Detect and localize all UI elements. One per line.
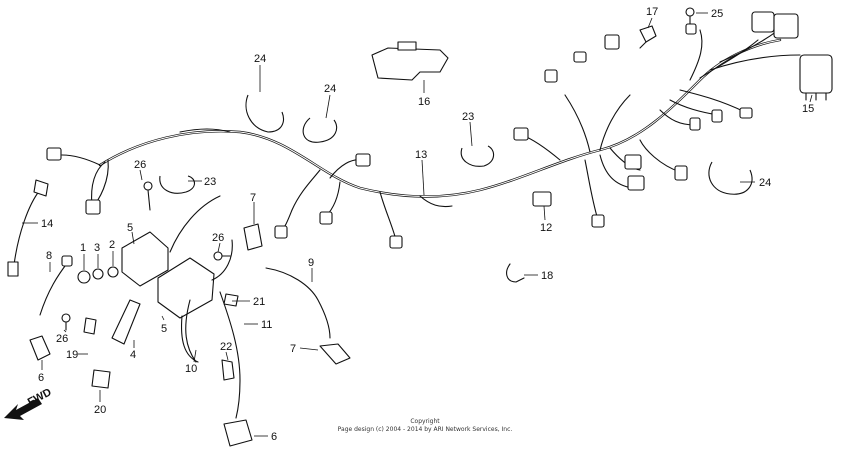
callout-26b: 26 — [212, 232, 224, 244]
relay-unit — [799, 54, 833, 101]
callout-2: 2 — [109, 239, 115, 251]
left-lead-wire — [7, 179, 49, 277]
callout-24b: 24 — [324, 83, 336, 95]
callout-20: 20 — [94, 404, 106, 416]
ignition-coils — [121, 195, 233, 363]
fwd-arrow: FWD — [4, 386, 54, 420]
callout-22: 22 — [220, 341, 232, 353]
callout-18: 18 — [541, 270, 553, 282]
callout-17: 17 — [646, 6, 658, 18]
callout-6a: 6 — [38, 372, 44, 384]
bracket-plate — [371, 41, 449, 81]
harness-connectors — [46, 11, 799, 249]
callout-12: 12 — [540, 222, 552, 234]
callout-19: 19 — [66, 349, 78, 361]
cable-clamps — [159, 145, 495, 194]
callout-1: 1 — [80, 242, 86, 254]
lead-wire-8 — [39, 255, 73, 316]
callout-10: 10 — [185, 363, 197, 375]
callout-23b: 23 — [204, 176, 216, 188]
callout-7a: 7 — [250, 192, 256, 204]
callout-9: 9 — [308, 257, 314, 269]
callout-26c: 26 — [56, 333, 68, 345]
callout-15: 15 — [802, 103, 814, 115]
callout-labels: 24 24 24 16 17 25 15 13 23 23 12 18 14 2… — [22, 6, 814, 443]
copyright-title: Copyright — [410, 418, 440, 425]
clip-and-bolt — [639, 7, 695, 49]
callout-5b: 5 — [161, 323, 167, 335]
hook-clip — [506, 263, 525, 283]
callout-7b: 7 — [290, 343, 296, 355]
spark-plug-caps — [29, 335, 253, 447]
grommets — [77, 266, 119, 284]
fwd-label: FWD — [26, 386, 54, 408]
callout-4: 4 — [130, 349, 136, 361]
callout-16: 16 — [418, 96, 430, 108]
plug-wire-9 — [265, 267, 331, 339]
callout-13: 13 — [415, 149, 427, 161]
plug-wire-11 — [219, 291, 241, 419]
callout-6b: 6 — [271, 431, 277, 443]
plug-caps — [243, 223, 351, 365]
callout-5a: 5 — [127, 222, 133, 234]
callout-8: 8 — [46, 250, 52, 262]
small-fasteners — [61, 181, 239, 389]
callout-23a: 23 — [462, 111, 474, 123]
callout-14: 14 — [41, 218, 53, 230]
callout-25: 25 — [711, 8, 723, 20]
main-wire-harness — [61, 19, 801, 241]
callout-21: 21 — [253, 296, 265, 308]
callout-24c: 24 — [759, 177, 771, 189]
wire-10 — [185, 299, 197, 363]
callout-11: 11 — [261, 319, 272, 331]
copyright-notice: Page design (c) 2004 - 2014 by ARI Netwo… — [338, 426, 513, 433]
coil-bracket — [111, 299, 141, 345]
band-clamps — [245, 94, 753, 195]
callout-3: 3 — [94, 242, 100, 254]
sensor-unit — [532, 191, 552, 207]
callout-26a: 26 — [134, 159, 146, 171]
callout-24a: 24 — [254, 53, 266, 65]
